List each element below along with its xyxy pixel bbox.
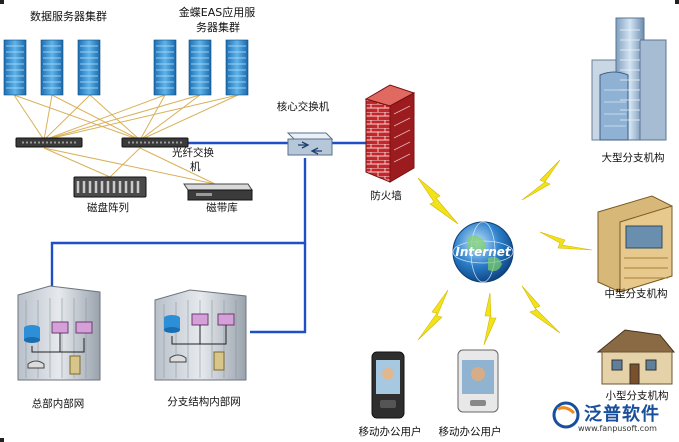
data-server-cluster <box>3 39 101 96</box>
disk-array-icon <box>73 176 147 198</box>
house-icon <box>596 329 676 385</box>
disk-array-label: 磁盘阵列 <box>87 202 129 214</box>
core-switch-label: 核心交换机 <box>276 101 330 113</box>
server-icon <box>3 39 27 96</box>
server-icon <box>153 39 177 96</box>
hq-network-label: 总部内部网 <box>31 398 85 410</box>
watermark-name: 泛普软件 <box>584 404 660 425</box>
fiber-switch-label-line2: 机 <box>190 161 201 173</box>
switch-icon <box>286 132 334 156</box>
building-icon-medium <box>597 195 673 293</box>
internet-label: Internet <box>455 245 511 259</box>
building-icon-hq <box>17 285 101 381</box>
small-branch-label: 小型分支机构 <box>605 390 669 402</box>
lightning-icon <box>417 159 593 346</box>
large-branch-label: 大型分支机构 <box>601 152 665 164</box>
data-cluster-label: 数据服务器集群 <box>30 10 107 23</box>
san-links <box>13 94 239 185</box>
server-icon <box>225 39 249 96</box>
globe-icon <box>452 221 514 283</box>
mobile-user-label-2: 移动办公用户 <box>438 426 502 438</box>
fiber-switch-right <box>121 137 189 148</box>
eas-cluster-label-line2: 务器集群 <box>196 21 240 34</box>
fiber-switch-label-line1: 光纤交换 <box>172 147 214 159</box>
mobile-user-label-1: 移动办公用户 <box>358 426 422 438</box>
server-icon <box>188 39 212 96</box>
building-icon-large <box>591 17 667 141</box>
building-icon-branch <box>154 289 247 381</box>
eas-server-cluster <box>153 39 249 96</box>
firewall-label: 防火墙 <box>370 190 402 202</box>
corner-mark <box>0 0 4 4</box>
corner-mark <box>0 438 4 442</box>
watermark-logo-icon <box>552 401 580 429</box>
pda-icon <box>457 349 499 413</box>
corner-mark <box>675 0 679 4</box>
lan-links <box>50 141 370 334</box>
pda-icon <box>371 351 405 419</box>
medium-branch-label: 中型分支机构 <box>604 288 668 300</box>
branch-network-label: 分支结构内部网 <box>167 396 241 408</box>
tape-library-icon <box>183 183 253 201</box>
firewall-icon <box>364 84 416 183</box>
watermark-url: www.fanpusoft.com <box>578 424 657 433</box>
server-icon <box>77 39 101 96</box>
fiber-switch-left <box>15 137 83 148</box>
server-icon <box>40 39 64 96</box>
eas-cluster-label-line1: 金蝶EAS应用服 <box>178 6 256 19</box>
tape-library-label: 磁带库 <box>206 202 238 214</box>
